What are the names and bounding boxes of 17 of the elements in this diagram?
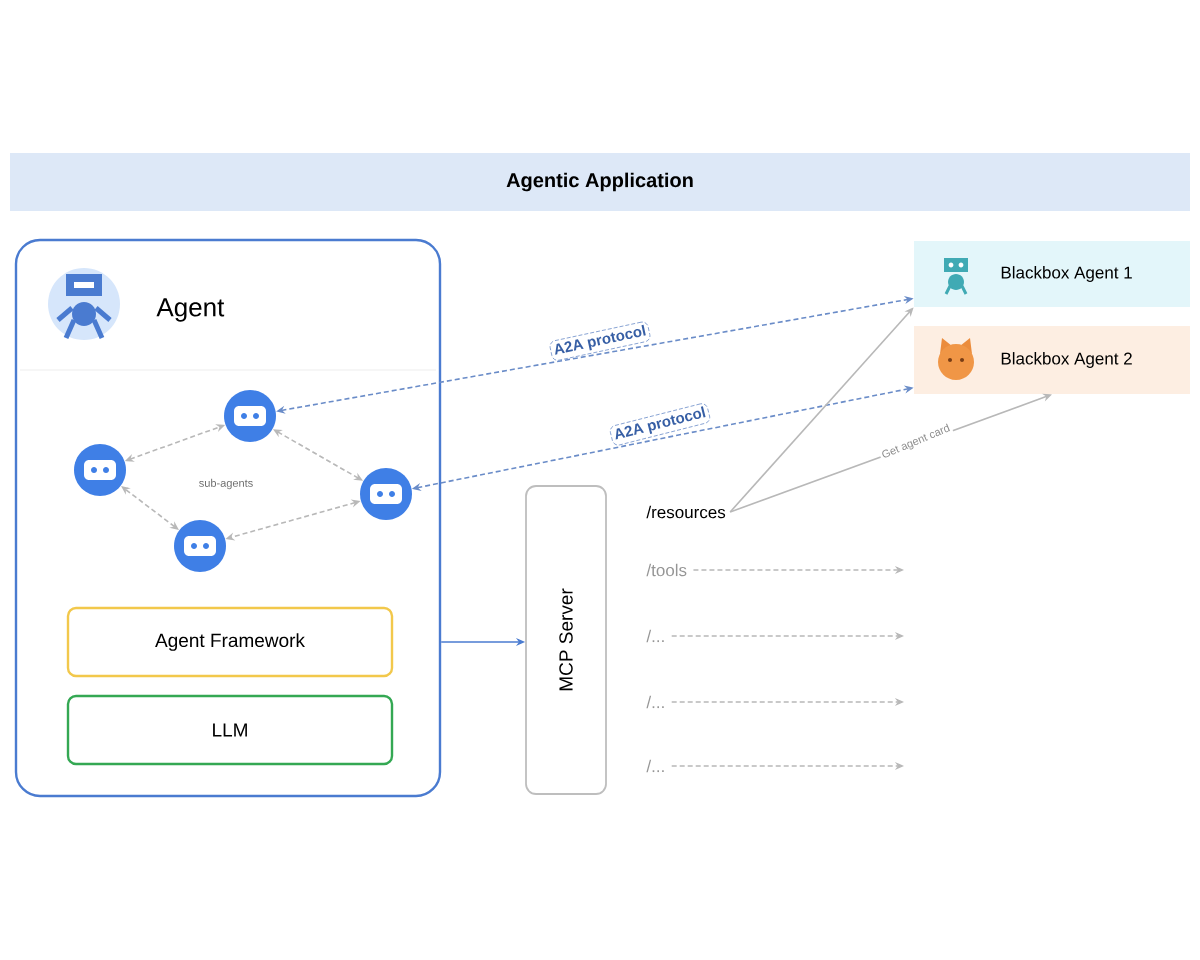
sub-agent-icon xyxy=(174,520,226,572)
agent-card: Blackbox Agent 1 xyxy=(914,241,1190,307)
endpoint-label: /... xyxy=(646,695,664,709)
endpoint-label: /... xyxy=(646,759,664,773)
layer-box: Agent Framework xyxy=(66,606,394,678)
endpoint-label: /tools xyxy=(646,563,687,577)
sub-agent-icon xyxy=(224,390,276,442)
panel-heading: Agent xyxy=(156,298,225,322)
sub-agent-icon xyxy=(74,444,126,496)
layer-box: LLM xyxy=(66,694,394,766)
sub-agent-icon xyxy=(360,468,412,520)
endpoint-label: /resources xyxy=(646,505,726,519)
server-box: MCP Server xyxy=(525,485,607,795)
title-bar: Agentic Application xyxy=(10,153,1190,211)
endpoint-label: /... xyxy=(646,629,664,643)
connector-arrow xyxy=(121,486,179,530)
agent-card: Blackbox Agent 2 xyxy=(914,326,1190,394)
